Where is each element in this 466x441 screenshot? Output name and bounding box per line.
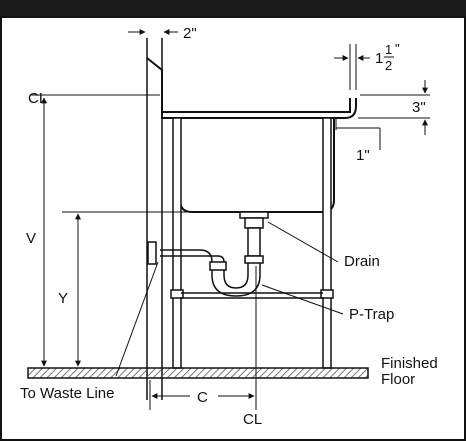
- sink-bowl: [179, 118, 335, 213]
- dim-rim-den: 2: [385, 58, 392, 73]
- leader-lines: [115, 221, 344, 377]
- waste-line-label: To Waste Line: [20, 385, 115, 402]
- floor-label-1: Finished: [381, 355, 438, 372]
- finished-floor: [27, 367, 369, 379]
- dim-y: [62, 211, 240, 367]
- centerline-bottom: CL: [243, 411, 262, 428]
- cross-brace: [181, 292, 323, 299]
- dim-v: [30, 94, 160, 367]
- title-bar: [0, 0, 466, 17]
- dim-rim-num: 1: [385, 42, 392, 57]
- wall: [146, 38, 163, 400]
- dim-right: [334, 44, 430, 150]
- dim-c: [149, 266, 257, 410]
- sink-rim: [146, 57, 357, 119]
- outer-border: [0, 16, 466, 441]
- dim-bowl-top-label: 3": [412, 99, 426, 116]
- ptrap-label: P-Trap: [349, 306, 394, 323]
- dim-rim-unit: ": [395, 41, 400, 56]
- drain-label: Drain: [344, 253, 380, 270]
- dim-top-label: 2": [183, 25, 197, 42]
- floor-label-2: Floor: [381, 371, 415, 388]
- dim-rim-whole: 1: [375, 50, 383, 67]
- centerline-left: CL: [28, 90, 47, 107]
- drain-assembly: [239, 211, 269, 264]
- dim-c-label: C: [197, 389, 208, 406]
- dim-bowl-side-label: 1": [356, 147, 370, 164]
- dim-v-label: V: [26, 230, 36, 247]
- p-trap: [147, 241, 261, 297]
- dim-y-label: Y: [58, 290, 68, 307]
